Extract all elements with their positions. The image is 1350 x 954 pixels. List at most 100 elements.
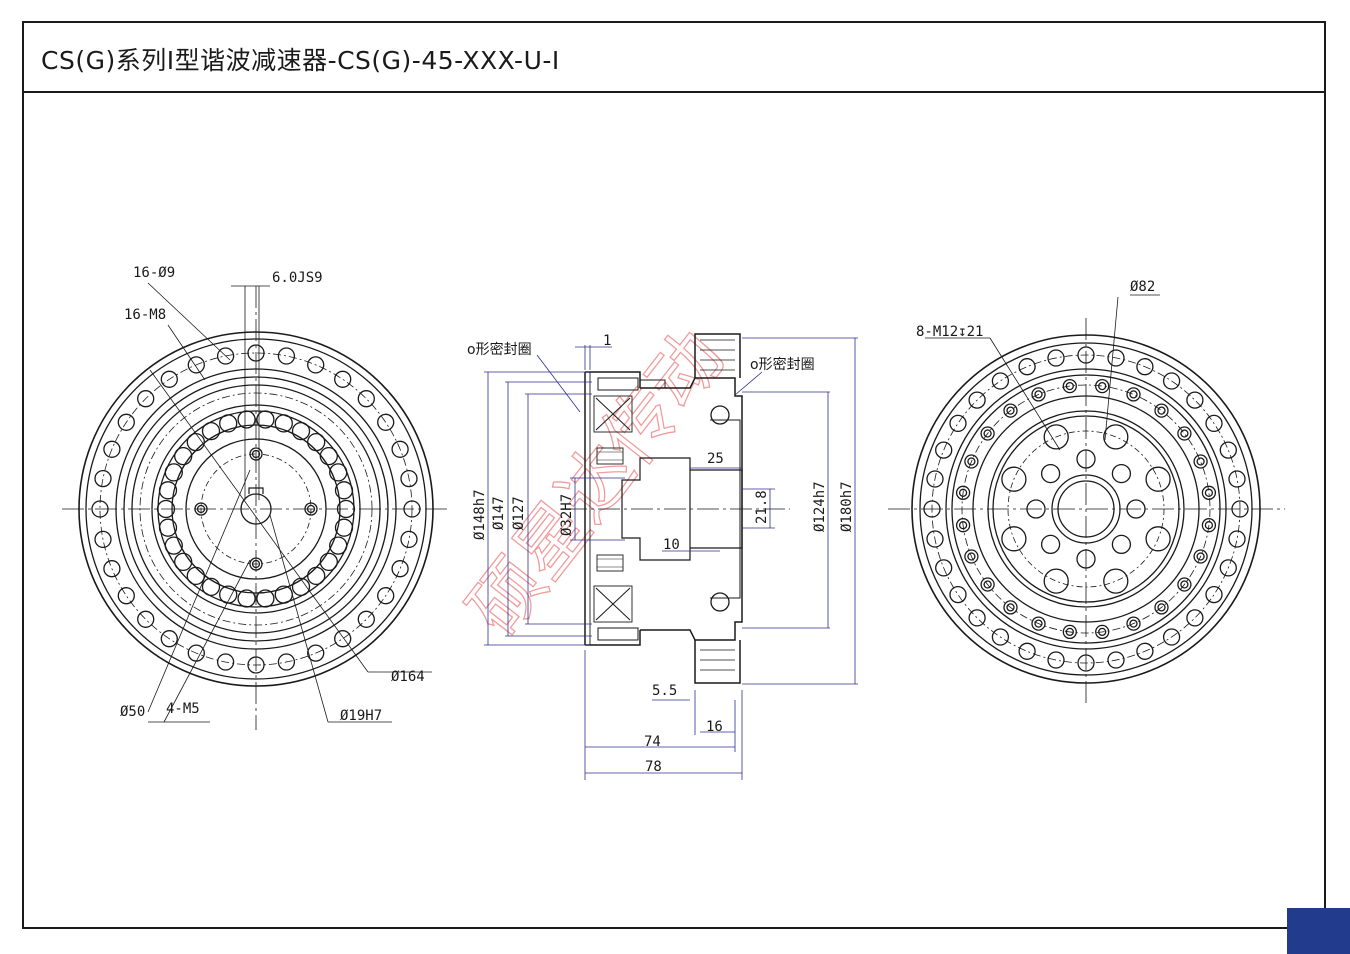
rear-outer-hole [926, 470, 944, 488]
rear-inner-small-hole [1076, 449, 1096, 469]
label-dim-10: 10 [663, 537, 680, 553]
front-outer-hole [216, 347, 235, 365]
front-outer-hole [117, 413, 135, 431]
front-outer-hole [277, 653, 296, 671]
section-view [484, 333, 858, 780]
front-bearing-ball [186, 566, 205, 586]
rear-mid-hole-inner [1196, 552, 1205, 561]
rear-outer-hole [1107, 651, 1125, 669]
rear-mid-hole [1177, 426, 1192, 441]
front-outer-hole [247, 656, 265, 674]
label-shaft-bore: Ø19H7 [340, 708, 382, 724]
rear-outer-hole [1219, 441, 1237, 459]
front-bearing-ball [307, 432, 326, 452]
label-dia-180: Ø180h7 [839, 481, 855, 532]
front-outer-hole [247, 344, 265, 362]
front-bearing-ball [334, 518, 354, 537]
front-outer-hole [357, 390, 375, 408]
section-view-labels: o形密封圈 1 o形密封圈 Ø148h7 Ø147 Ø127 Ø32H7 25 … [467, 333, 855, 775]
rear-inner-small-hole [1076, 549, 1096, 569]
front-outer-hole [391, 440, 409, 458]
rear-outer-hole [935, 559, 953, 577]
rear-outer-hole [1186, 391, 1204, 409]
rear-mid-hole [1126, 387, 1141, 402]
rear-mid-hole-inner [1098, 627, 1107, 637]
front-outer-hole [403, 500, 421, 518]
front-outer-hole [137, 390, 155, 408]
rear-inner-hole [1043, 568, 1069, 594]
rear-inner-small-hole [1040, 463, 1061, 484]
front-bearing-ball [237, 589, 256, 608]
rear-outer-hole [968, 391, 986, 409]
front-outer-hole [377, 587, 395, 605]
rear-outer-hole [1228, 470, 1246, 488]
rear-mid-hole-inner [1204, 521, 1214, 530]
rear-mid-hole [1201, 518, 1217, 533]
label-dim-25: 25 [707, 451, 724, 467]
rear-outer-hole [1162, 372, 1181, 390]
front-view-labels: 16-Ø9 6.0JS9 16-M8 Ø164 Ø50 4-M5 Ø19H7 [120, 265, 425, 724]
front-bearing-ball [174, 552, 193, 572]
rear-inner-small-hole [1111, 463, 1132, 484]
rear-outer-hole [923, 500, 941, 518]
rear-outer-hole [1047, 349, 1065, 367]
rear-mid-hole [1031, 387, 1046, 402]
rear-mid-hole [1154, 403, 1169, 418]
rear-mid-hole-inner [1196, 457, 1205, 466]
front-bearing-ball [291, 577, 311, 597]
rear-outer-hole [1136, 358, 1154, 376]
rear-mid-hole [955, 485, 971, 500]
rear-inner-hole [1103, 424, 1129, 450]
rear-inner-hole [1043, 424, 1069, 450]
front-bearing-ball [334, 481, 354, 500]
rear-mid-hole [1062, 624, 1077, 640]
rear-outer-hole [1186, 609, 1204, 627]
front-bearing-ball [237, 410, 256, 429]
rear-mid-hole [1095, 624, 1110, 640]
rear-mid-hole [980, 426, 995, 441]
rear-mid-hole-inner [1065, 627, 1074, 637]
rear-outer-hole [949, 414, 967, 433]
rear-outer-hole [1077, 346, 1095, 364]
front-outer-hole [94, 530, 112, 549]
front-bearing-ball [256, 410, 275, 429]
rear-inner-hole [1001, 466, 1027, 492]
front-outer-hole [357, 610, 375, 628]
rear-outer-hole [1136, 642, 1154, 660]
rear-mid-hole [955, 518, 971, 533]
rear-mid-hole [1003, 600, 1018, 615]
rear-outer-hole [1205, 414, 1223, 433]
front-outer-hole [91, 500, 109, 518]
rear-view-labels: Ø82 8-M12↧21 [916, 279, 1155, 340]
front-outer-hole [334, 630, 352, 648]
front-bearing-ball [291, 421, 311, 441]
front-bearing-ball [156, 499, 176, 519]
rear-inner-small-hole [1111, 534, 1132, 555]
rear-outer-hole [1077, 654, 1095, 672]
front-bearing-ball [174, 446, 193, 466]
rear-mid-hole-inner [983, 580, 992, 589]
label-4-threads: 4-M5 [166, 701, 200, 717]
label-dim-5-5: 5.5 [652, 683, 677, 699]
rear-mid-hole-inner [1034, 619, 1043, 628]
front-outer-hole [277, 347, 296, 365]
front-bearing-ball [158, 481, 178, 500]
rear-outer-hole [926, 530, 944, 548]
corner-accent-block [1287, 908, 1350, 954]
front-outer-hole [216, 653, 235, 671]
rear-outer-hole [935, 441, 953, 459]
front-bearing-ball [164, 536, 183, 555]
rear-inner-hole [1145, 466, 1171, 492]
front-bearing-ball [164, 463, 183, 482]
drawing-frame: CS(G)系列I型谐波减速器-CS(G)-45-XXX-U-I [22, 21, 1326, 929]
rear-mid-hole [1193, 549, 1208, 564]
rear-mid-hole-inner [1204, 488, 1214, 497]
rear-outer-hole [1047, 651, 1065, 669]
label-dia-32: Ø32H7 [559, 494, 575, 536]
front-outer-hole [334, 370, 352, 388]
title-bar: CS(G)系列I型谐波减速器-CS(G)-45-XXX-U-I [24, 23, 1324, 93]
label-dim-74: 74 [644, 734, 661, 750]
rear-mid-hole-inner [1006, 603, 1015, 612]
front-bearing-ball [329, 536, 348, 555]
rear-mid-hole-inner [1129, 619, 1138, 628]
